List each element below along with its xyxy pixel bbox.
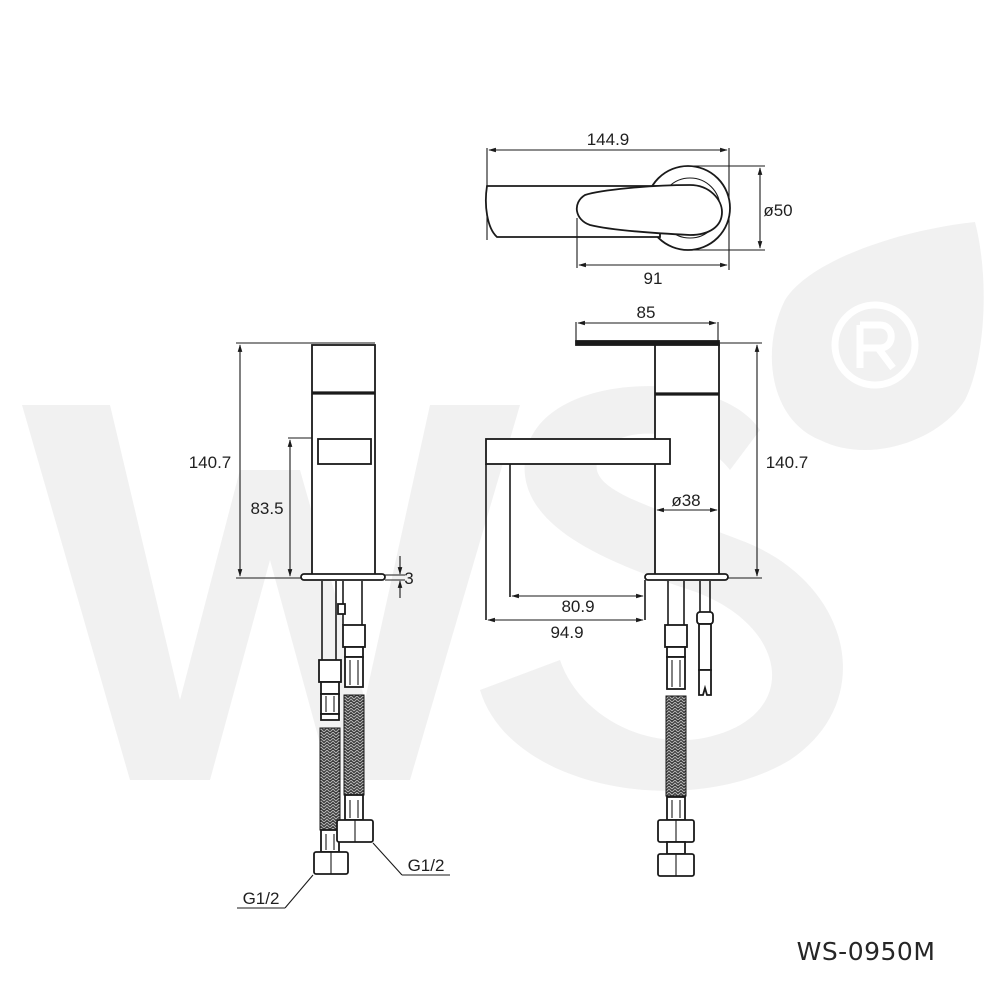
dim-base-thickness: 3	[404, 569, 413, 588]
dim-base-diameter: ø50	[763, 201, 792, 220]
watermark-leaf	[771, 222, 984, 451]
dim-spout-reach-outer: 94.9	[550, 623, 583, 642]
supply-hose-right	[336, 581, 374, 843]
drain-rod	[696, 581, 714, 696]
top-view: 144.9 ø50 91	[484, 130, 793, 288]
dim-overall-length: 144.9	[587, 130, 630, 149]
registered-mark-icon	[831, 301, 919, 389]
model-number: WS-0950M	[797, 937, 936, 966]
hose-label-right: G1/2	[408, 856, 445, 875]
dim-body-diameter: ø38	[671, 491, 700, 510]
front-view: 85 ø38 140.7 80.9 94.9	[485, 303, 809, 877]
dim-spout-height: 83.5	[250, 499, 283, 518]
side-view: 140.7 83.5 3	[189, 342, 450, 909]
watermark-letter-w	[22, 405, 520, 780]
dim-handle-width: 85	[637, 303, 656, 322]
supply-hose-left	[313, 581, 349, 875]
dim-total-height-front: 140.7	[766, 453, 809, 472]
dim-total-height-side: 140.7	[189, 453, 232, 472]
hose-label-left: G1/2	[243, 889, 280, 908]
supply-hose-front	[657, 581, 695, 877]
dim-spout-reach-inner: 80.9	[561, 597, 594, 616]
watermark-letter-s	[480, 386, 843, 791]
dim-handle-length: 91	[644, 269, 663, 288]
watermark-logo	[22, 222, 984, 791]
